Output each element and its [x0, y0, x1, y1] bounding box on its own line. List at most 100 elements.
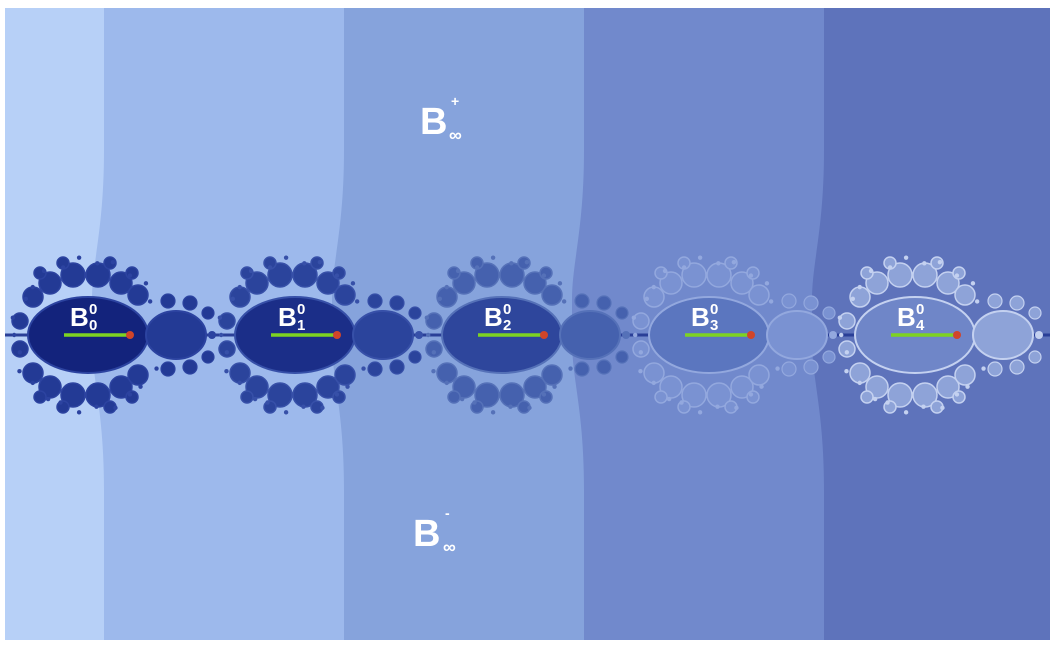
label-superscript: 0: [297, 301, 305, 318]
secondary-bulb-sprout: [596, 359, 612, 375]
secondary-bulb-sprout: [615, 306, 629, 320]
julia-dust: [681, 265, 687, 270]
julia-bulb: [632, 340, 650, 358]
julia-dust: [837, 315, 843, 320]
julia-bulb: [33, 390, 47, 404]
julia-bulb: [127, 364, 149, 386]
julia-bulb: [730, 271, 754, 295]
critical-point: [126, 331, 134, 339]
julia-bulb: [425, 312, 443, 330]
secondary-bulb-sprout: [367, 361, 383, 377]
critical-point: [747, 331, 755, 339]
julia-bulb: [681, 262, 707, 288]
label-base: B: [70, 302, 89, 332]
julia-dust: [508, 404, 513, 409]
julia-dust: [651, 380, 656, 386]
pinch-point: [829, 331, 837, 339]
julia-bulb: [730, 375, 754, 399]
fatou-component-3: [631, 255, 837, 415]
basin-infinity-minus-label: B - ∞: [413, 505, 456, 557]
julia-dust: [844, 350, 850, 355]
julia-dust: [10, 315, 16, 320]
julia-dust: [267, 265, 273, 270]
julia-dust: [431, 369, 436, 374]
secondary-bulb-sprout: [408, 350, 422, 364]
secondary-bulb-sprout: [182, 359, 198, 375]
julia-dust: [857, 284, 862, 290]
julia-dust: [768, 299, 774, 304]
fatou-component-4: [837, 255, 1043, 415]
secondary-bulb-sprout: [987, 293, 1003, 309]
label-superscript: +: [451, 93, 459, 109]
julia-bulb: [218, 312, 236, 330]
secondary-bulb-sprout: [1009, 295, 1025, 311]
label-base: B: [691, 302, 710, 332]
julia-dust: [490, 410, 496, 415]
julia-bulb: [748, 364, 770, 386]
julia-dust: [731, 259, 737, 265]
julia-dust: [110, 259, 116, 265]
julia-dust: [954, 273, 960, 278]
julia-dust: [748, 273, 754, 278]
julia-dust: [541, 392, 547, 397]
component-label-b2: B 0 2: [484, 301, 511, 334]
julia-bulb: [643, 362, 665, 384]
julia-bulb: [838, 340, 856, 358]
julia-bulb: [539, 266, 553, 280]
julia-dust: [644, 296, 650, 301]
julia-dust: [76, 255, 82, 260]
julia-dust: [857, 380, 862, 386]
julia-dust: [759, 384, 764, 389]
secondary-bulb-sprout: [1028, 350, 1042, 364]
julia-dust: [248, 268, 254, 274]
secondary-bulb-sprout: [596, 295, 612, 311]
label-base: B: [897, 302, 916, 332]
julia-dust: [527, 405, 532, 411]
julia-bulb: [127, 284, 149, 306]
fatou-component-0: [10, 255, 216, 415]
julia-bulb: [523, 271, 547, 295]
julia-dust: [922, 261, 927, 266]
julia-dust: [903, 410, 909, 415]
julia-dust: [903, 255, 909, 260]
julia-dust: [970, 281, 976, 286]
julia-bulb: [218, 340, 236, 358]
julia-bulb: [11, 312, 29, 330]
julia-dust: [638, 350, 644, 355]
julia-dust: [94, 404, 99, 409]
julia-chain: [5, 255, 1050, 415]
julia-bulb: [539, 390, 553, 404]
critical-point: [333, 331, 341, 339]
julia-dust: [954, 392, 960, 397]
julia-bulb: [22, 362, 44, 384]
julia-bulb: [632, 312, 650, 330]
julia-dust: [638, 369, 643, 374]
critical-point: [953, 331, 961, 339]
julia-bulb: [60, 382, 86, 408]
julia-dust: [219, 332, 224, 338]
julia-dust: [224, 350, 230, 355]
julia-dust: [850, 296, 856, 301]
julia-dust: [23, 296, 29, 301]
label-subscript: 2: [503, 317, 511, 334]
julia-dust: [651, 284, 656, 290]
julia-bulb: [267, 262, 293, 288]
julia-dust: [715, 404, 720, 409]
julia-dust: [748, 392, 754, 397]
secondary-bulb-sprout: [781, 293, 797, 309]
label-base: B: [484, 302, 503, 332]
secondary-bulb-sprout: [987, 361, 1003, 377]
julia-dust: [490, 255, 496, 260]
label-subscript: 1: [297, 317, 305, 334]
julia-dust: [839, 332, 844, 338]
secondary-bulb-sprout: [822, 306, 836, 320]
julia-dust: [30, 284, 35, 290]
secondary-bulb-sprout: [615, 350, 629, 364]
label-subscript: 4: [916, 317, 925, 334]
julia-dust: [981, 366, 986, 371]
secondary-bulb-sprout: [201, 306, 215, 320]
secondary-bulb: [145, 310, 207, 360]
fatou-component-1: [217, 255, 423, 415]
julia-dust: [868, 268, 874, 274]
